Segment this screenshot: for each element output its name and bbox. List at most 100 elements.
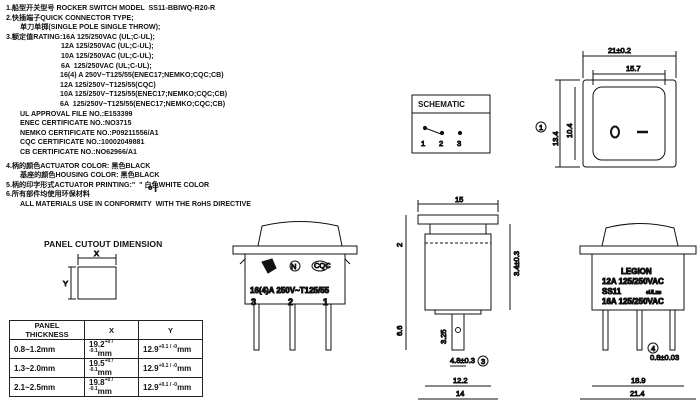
cell-x: 19.8+0 / -0.1mm [84, 377, 139, 397]
y-tolerance: +0.1 / -0 [158, 362, 178, 369]
unit: mm [177, 363, 192, 373]
panel-y-label: Y [63, 279, 68, 288]
back-rocker-top [601, 223, 679, 247]
badge-cqc-text: CQC [314, 261, 331, 270]
cell-x-value: 19.2 [89, 340, 105, 349]
panel-cutout-rect [77, 266, 117, 300]
dim-width-label: 21±0.2 [608, 46, 631, 55]
unit: mm [177, 382, 192, 392]
spec-rating-10a: 10A 125/250VAC (UL;C-UL); [61, 51, 154, 60]
col-header-thickness: PANEL THICKNESS [9, 320, 85, 340]
back-pin-left [602, 309, 609, 351]
side-body [424, 233, 492, 311]
back-dim-08-label: 0.8±0.03 [650, 353, 679, 362]
power-off-symbol [610, 125, 620, 139]
spec-rating: 3.额定值RATING:16A 125/250VAC (UL;C-UL); [6, 32, 155, 41]
front-pin-label-1: 1 [323, 297, 328, 307]
panel-x-label: X [94, 249, 99, 258]
schematic-pin-1: 1 [421, 139, 425, 148]
side-dim-2-label: 2 [395, 243, 404, 247]
front-pin-label-3: 3 [251, 297, 256, 307]
dim-inner-label: 15.7 [626, 64, 641, 73]
front-latch-left [239, 258, 246, 265]
spec-housing-color: 基座的颜色HOUSING COLOR: 黑色BLACK [20, 171, 160, 180]
spec-rating-6a-t: 6A 125/250V~T125/55(ENEC17;NEMKO;CQC;CB) [60, 99, 226, 108]
specification-block: 1.船型开关型号 ROCKER SWITCH MODEL SS11-BBIWQ-… [6, 4, 251, 209]
front-badge-ce [261, 258, 277, 274]
panel-thickness-table: PANEL THICKNESS X Y 0.8~1.2mm 19.2+0 / -… [9, 320, 203, 397]
spec-rohs: ALL MATERIALS USE IN CONFORMITY WITH THE… [20, 199, 251, 208]
front-pin-label-2: 2 [288, 297, 293, 307]
back-dim-214-label: 21.4 [630, 389, 645, 398]
spec-single-pole: 单刀单掷(SINGLE POLE SINGLE THROW); [20, 23, 161, 32]
side-top-block [429, 223, 487, 235]
back-dim-189-label: 18.9 [631, 376, 646, 385]
callout-4: 4 [651, 344, 655, 353]
side-dim-48-label: 4.8±0.3 [450, 356, 475, 365]
x-tolerance: +0 / -0.1 [89, 377, 114, 392]
front-badge-cqc [311, 260, 329, 272]
schematic-contact-2 [439, 130, 445, 136]
col-header-y: Y [138, 320, 203, 340]
side-dim-14-label: 14 [456, 389, 464, 398]
back-legend-2: 12A 125/250VAC [602, 277, 664, 286]
printing-symbols: ○ | [148, 183, 157, 192]
table-row: 2.1~2.5mm 19.8+0 / -0.1mm 12.9+0.1 / -0m… [9, 377, 203, 397]
spec-materials: 6.所有部件均使用环保材料 [6, 190, 90, 199]
spec-rating-12a-t: 12A 125/250V~T125/55(CQC) [60, 80, 156, 89]
spec-rating-16-4a: 16(4) A 250V~T125/55(ENEC17;NEMKO;CQC;CB… [60, 71, 224, 80]
panel-cutout-title: PANEL CUTOUT DIMENSION [44, 239, 163, 249]
badge-n-text: N [291, 262, 296, 271]
back-pin-mid [636, 309, 643, 351]
x-tolerance: +0 / -0.1 [89, 339, 114, 354]
front-flange [232, 245, 358, 255]
spec-rating-12a: 12A 125/250VAC (UL;C-UL); [61, 42, 154, 51]
side-dim-122-label: 12.2 [453, 376, 468, 385]
cell-y-value: 12.9 [143, 382, 159, 392]
cell-thickness: 0.8~1.2mm [9, 339, 85, 359]
cell-x: 19.5+0 / -0.1mm [84, 358, 139, 378]
front-rocker-top [257, 221, 343, 247]
side-pin-hole [455, 327, 461, 333]
table-row: 0.8~1.2mm 19.2+0 / -0.1mm 12.9+0.1 / -0m… [9, 339, 203, 359]
spec-quick-connector: 2.快插端子QUICK CONNECTOR TYPE; [6, 13, 134, 22]
side-dim-34-label: 3.4±0.3 [512, 251, 521, 276]
front-pin-right [325, 303, 332, 351]
table-header-row: PANEL THICKNESS X Y [9, 320, 203, 340]
back-legend-1: LEGION [621, 267, 652, 276]
unit: mm [97, 349, 112, 358]
cert-nemko: NEMKO CERTIFICATE NO.:P09211556/A1 [20, 128, 159, 137]
col-header-x: X [84, 320, 139, 340]
y-tolerance: +0.1 / -0 [158, 381, 178, 388]
unit: mm [177, 344, 192, 354]
callout-1-circle [535, 121, 547, 133]
cert-cb: CB CERTIFICATE NO.:NO62966/A1 [20, 147, 137, 156]
callout-3-circle [477, 355, 489, 367]
back-ul-mark: cULus [646, 290, 662, 296]
y-tolerance: +0.1 / -0 [158, 343, 178, 350]
x-tolerance: +0 / -0.1 [89, 358, 114, 373]
back-legend-3: SS11 [602, 287, 622, 296]
cell-y: 12.9+0.1 / -0mm [138, 339, 203, 359]
unit: mm [97, 387, 112, 396]
schematic-title: SCHEMATIC [418, 100, 465, 109]
dim-height-inner-label: 10.4 [565, 123, 574, 138]
side-flange [417, 214, 499, 225]
cell-y-value: 12.9 [143, 363, 159, 373]
cert-ul: UL APPROVAL FILE NO.:E153399 [20, 109, 133, 118]
front-marking: 16(4)A 250V~T125/55 [250, 286, 330, 295]
callout-4-circle [647, 342, 659, 354]
cert-enec: ENEC CERTIFICATE NO.:NO3715 [20, 119, 132, 128]
schematic-contact-3 [457, 130, 463, 136]
spec-actuator-color: 4.柄的颜色ACTUATOR COLOR: 黑色BLACK [6, 161, 151, 170]
side-dim-66-label: 6.6 [395, 326, 404, 336]
cell-y-value: 12.9 [143, 344, 159, 354]
cell-x: 19.2+0 / -0.1mm [84, 339, 139, 359]
top-view-housing [582, 79, 677, 168]
schematic-pin-2: 2 [439, 139, 443, 148]
cell-x-value: 19.5 [89, 359, 105, 368]
back-flange [579, 245, 697, 255]
spec-actuator-printing: 5.柄的印字形式ACTUATOR PRINTING:" " 白色WHITE CO… [6, 180, 210, 189]
schematic-switch-arm [424, 127, 442, 135]
